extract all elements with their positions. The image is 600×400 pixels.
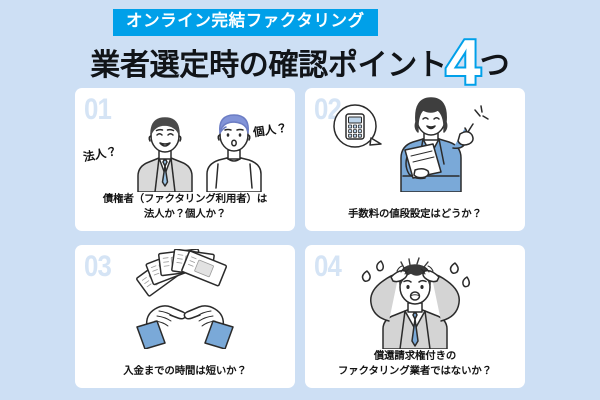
- card-caption-04-line-2: ファクタリング業者ではないか？: [338, 365, 492, 377]
- illustration-stressed-businessman-icon: [305, 249, 525, 349]
- card-caption-01: 債権者（ファクタリング利用者）は 法人か？個人か？: [75, 192, 295, 222]
- card-caption-02: 手数料の値段設定はどうか？: [305, 207, 525, 222]
- card-caption-01-line-1: 債権者（ファクタリング利用者）は: [102, 193, 268, 205]
- point-card-01: 01: [75, 88, 295, 231]
- card-caption-03-line-1: 入金までの時間は短いか？: [123, 365, 247, 377]
- poster-title: 業者選定時の確認ポイント 4 つ: [0, 29, 600, 96]
- card-number-01: 01: [84, 93, 112, 126]
- point-card-02: 02: [305, 88, 525, 231]
- poster-header: オンライン完結ファクタリング 業者選定時の確認ポイント 4 つ: [0, 0, 600, 96]
- point-card-04: 04: [305, 245, 525, 388]
- card-caption-03: 入金までの時間は短いか？: [75, 364, 295, 379]
- card-caption-01-line-2: 法人か？個人か？: [143, 208, 227, 220]
- illustration-woman-with-calculator-icon: [305, 92, 525, 192]
- header-banner-label: オンライン完結ファクタリング: [113, 9, 378, 36]
- illustration-corporate-vs-individual-icon: [75, 92, 295, 192]
- page-title-main: 業者選定時の確認ポイント: [90, 49, 447, 82]
- card-caption-02-line-1: 手数料の値段設定はどうか？: [348, 208, 482, 220]
- points-grid: 01: [75, 88, 525, 388]
- point-card-03: 03: [75, 245, 295, 388]
- illustration-hands-with-banknotes-icon: [75, 249, 295, 349]
- card-caption-04: 償還請求権付きの ファクタリング業者ではないか？: [305, 349, 525, 379]
- card-number-04: 04: [314, 250, 342, 283]
- page-title-suffix: つ: [479, 49, 510, 82]
- card-caption-04-line-1: 償還請求権付きの: [373, 350, 457, 362]
- card-number-03: 03: [84, 250, 112, 283]
- page-title-number: 4: [444, 27, 483, 98]
